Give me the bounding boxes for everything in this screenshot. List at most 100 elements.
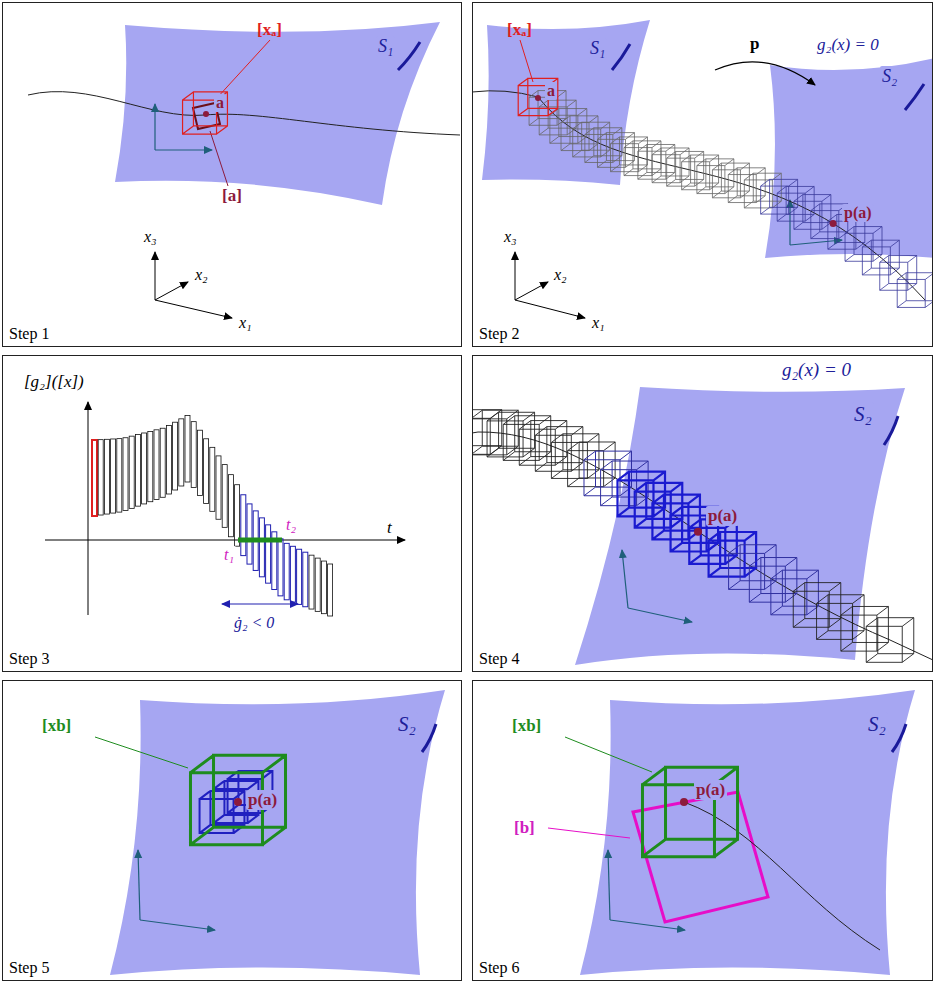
math-label: ġ₂ < 0 xyxy=(232,614,276,632)
interval-bar xyxy=(210,447,215,511)
local-axis xyxy=(140,920,215,930)
step1-art xyxy=(28,22,460,318)
interval-bar xyxy=(315,558,320,611)
interval-arrow xyxy=(222,603,298,604)
surface xyxy=(765,58,933,258)
interval-bar xyxy=(129,436,134,508)
math-label: x₂ xyxy=(193,266,210,284)
box-cube xyxy=(617,472,665,517)
surface-mark xyxy=(398,42,420,70)
math-label: g₂(x) = 0 xyxy=(815,35,881,55)
math-label: t₂ xyxy=(284,516,298,534)
interval-bar xyxy=(98,440,103,515)
box-cube xyxy=(667,151,704,186)
math-label: p xyxy=(748,34,761,54)
math-label: [g₂]([x]) xyxy=(22,372,86,392)
surface-mark xyxy=(884,416,898,445)
surface xyxy=(575,387,905,665)
interval-bar xyxy=(303,552,308,607)
interval-bar xyxy=(148,431,153,501)
math-label: x₃ xyxy=(502,228,519,246)
step-label: Step 2 xyxy=(479,325,519,343)
surface-mark xyxy=(612,44,630,70)
step4-art xyxy=(472,387,933,665)
math-label: [xₐ] xyxy=(255,20,284,40)
cubes xyxy=(183,92,228,134)
math-label: p(a) xyxy=(694,780,727,800)
leader-line xyxy=(95,737,188,768)
cubes xyxy=(472,410,933,663)
cubes xyxy=(472,78,933,307)
step-panel: Step 3 xyxy=(2,355,462,672)
box-cube xyxy=(597,133,634,168)
interval-bar xyxy=(179,419,184,486)
interval-bar xyxy=(309,555,314,609)
box-cube xyxy=(817,595,865,640)
interval-bar xyxy=(197,430,202,495)
interval-bar xyxy=(185,415,190,482)
step6-art xyxy=(548,690,915,975)
box-cube xyxy=(551,434,599,479)
step-label: Step 3 xyxy=(9,650,49,668)
box-cube xyxy=(518,78,558,115)
box-cube xyxy=(841,606,889,651)
interval-bar xyxy=(123,438,128,511)
box-cube xyxy=(503,416,551,461)
box-cube xyxy=(771,570,819,615)
interval-bar xyxy=(284,543,289,599)
local-axis xyxy=(610,920,685,930)
step5-art xyxy=(95,690,445,975)
point xyxy=(234,798,242,806)
step-label: Step 5 xyxy=(9,959,49,977)
interval-bar xyxy=(154,430,159,500)
cubes xyxy=(642,767,737,856)
box-cube xyxy=(845,227,882,262)
box-cube xyxy=(729,545,777,590)
interval-bar xyxy=(160,428,165,497)
step3-art xyxy=(45,402,405,616)
box-cube xyxy=(712,163,749,198)
interval-bar xyxy=(117,439,122,512)
interval-bar xyxy=(290,546,295,602)
interval-bar xyxy=(297,549,302,604)
interval-bar xyxy=(173,422,178,490)
box-cube xyxy=(190,755,285,844)
box-cube xyxy=(749,558,797,603)
box-cube xyxy=(611,137,648,172)
math-label: S₂ xyxy=(396,712,418,736)
box-cube xyxy=(535,427,583,472)
math-label: p(a) xyxy=(246,790,279,810)
surface-mark xyxy=(905,84,924,110)
interval-bar xyxy=(216,456,221,519)
box-cube xyxy=(519,421,567,466)
math-label: S₁ xyxy=(588,38,607,59)
math-label: [xₐ] xyxy=(505,20,534,40)
interval-bar xyxy=(111,439,116,513)
interval-bar xyxy=(166,426,171,494)
math-label: x₂ xyxy=(552,266,569,284)
box-cube xyxy=(761,179,798,214)
box-cube xyxy=(642,767,737,856)
point xyxy=(680,798,688,806)
interval-bar xyxy=(321,561,326,614)
interval-bar xyxy=(278,539,283,596)
box-cube xyxy=(897,273,933,308)
box-cube xyxy=(652,148,689,183)
step-label: Step 4 xyxy=(479,650,519,668)
interval-bar xyxy=(235,485,240,546)
step-label: Step 6 xyxy=(479,959,519,977)
interval-bar xyxy=(142,433,147,504)
point xyxy=(535,95,541,101)
trajectory xyxy=(472,432,933,660)
box-cube xyxy=(561,116,598,151)
leader-line xyxy=(565,737,652,772)
interval-bar xyxy=(266,525,271,583)
box-cube xyxy=(601,461,649,506)
surface-mark xyxy=(422,724,436,752)
math-label: x₁ xyxy=(590,314,607,332)
local-axis xyxy=(628,608,692,622)
axis xyxy=(515,300,585,318)
box-cube xyxy=(777,186,814,221)
math-label: S₁ xyxy=(376,36,395,57)
